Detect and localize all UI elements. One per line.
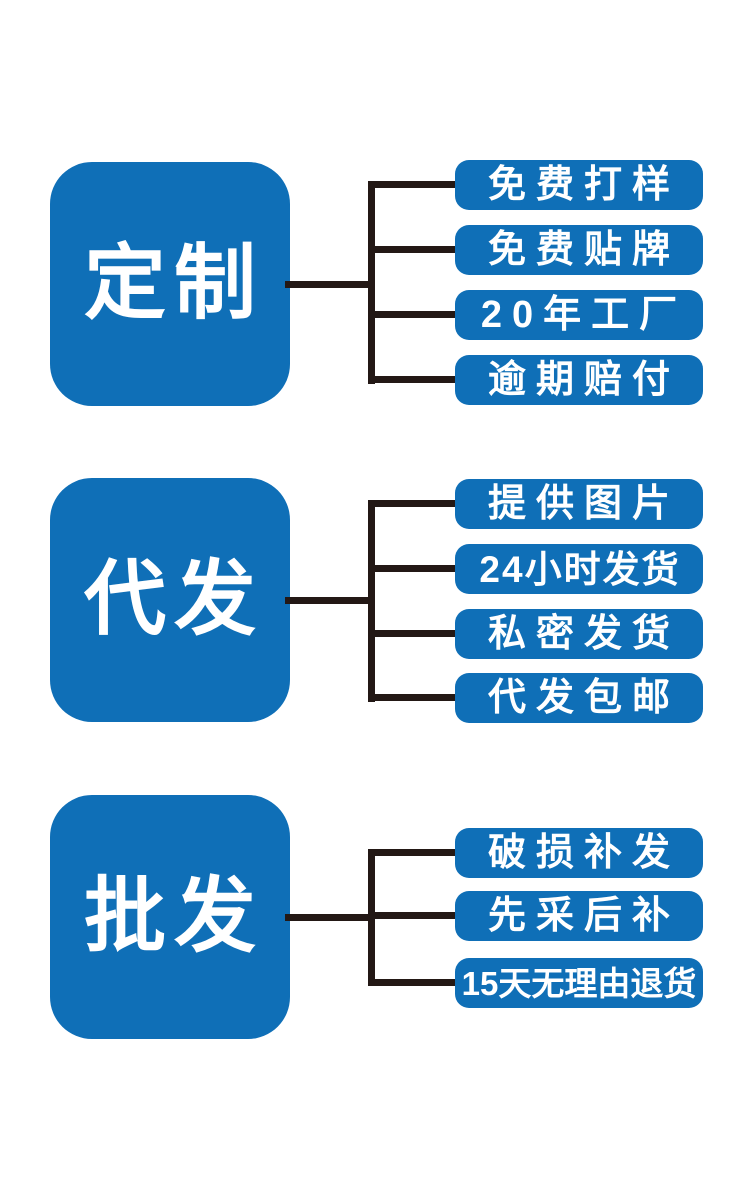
feature-pill: 免费打样 — [455, 160, 703, 210]
connector-stub — [285, 597, 375, 604]
category-label: 代发 — [83, 554, 264, 645]
connector-trunk — [368, 500, 375, 702]
pill-label: 免费贴牌 — [487, 229, 680, 271]
pill-label: 代发包邮 — [487, 677, 680, 719]
connector-branch — [368, 181, 455, 188]
feature-pill: 提供图片 — [455, 479, 703, 529]
connector-branch — [368, 500, 455, 507]
pill-label: 免费打样 — [487, 164, 680, 206]
category-square-dropship: 代发 — [50, 478, 290, 722]
connector-branch — [368, 311, 455, 318]
pill-label: 提供图片 — [487, 483, 680, 525]
feature-pill: 24小时发货 — [455, 544, 703, 594]
feature-pill: 逾期赔付 — [455, 355, 703, 405]
connector-branch — [368, 376, 455, 383]
pill-label: 破损补发 — [487, 832, 680, 874]
category-square-wholesale: 批发 — [50, 795, 290, 1039]
pill-label: 私密发货 — [487, 613, 680, 655]
connector-stub — [285, 914, 375, 921]
connector-branch — [368, 565, 455, 572]
connector-branch — [368, 979, 455, 986]
connector-stub — [285, 281, 375, 288]
pill-label: 24小时发货 — [479, 548, 681, 590]
connector-branch — [368, 849, 455, 856]
category-square-custom: 定制 — [50, 162, 290, 406]
feature-pill: 先采后补 — [455, 891, 703, 941]
feature-pill: 15天无理由退货 — [455, 958, 703, 1008]
feature-pill: 20年工厂 — [455, 290, 703, 340]
connector-branch — [368, 630, 455, 637]
connector-trunk — [368, 181, 375, 384]
connector-branch — [368, 694, 455, 701]
connector-branch — [368, 912, 455, 919]
feature-pill: 破损补发 — [455, 828, 703, 878]
pill-label: 15天无理由退货 — [461, 964, 697, 1002]
pill-label: 逾期赔付 — [487, 359, 680, 401]
feature-pill: 代发包邮 — [455, 673, 703, 723]
category-label: 批发 — [83, 871, 264, 962]
connector-branch — [368, 246, 455, 253]
pill-label: 20年工厂 — [480, 294, 688, 336]
feature-pill: 免费贴牌 — [455, 225, 703, 275]
feature-pill: 私密发货 — [455, 609, 703, 659]
category-label: 定制 — [83, 238, 264, 329]
pill-label: 先采后补 — [487, 895, 680, 937]
